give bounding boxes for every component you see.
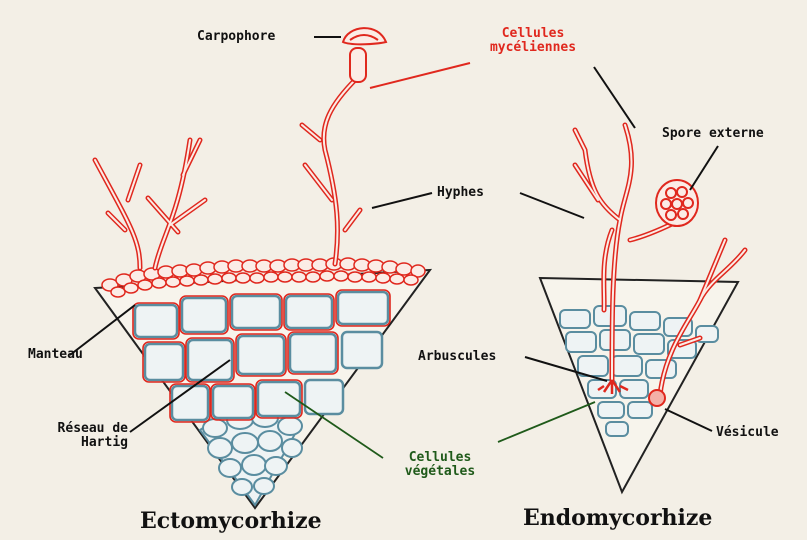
- leader-lines-red: [370, 63, 470, 88]
- label-reseau-line1: Réseau de: [28, 422, 128, 436]
- label-arbuscules: Arbuscules: [418, 350, 496, 364]
- label-cellules-vegetales-line1: Cellules: [385, 451, 495, 465]
- label-reseau-line2: Hartig: [28, 436, 128, 450]
- label-cellules-myceliennes: Cellules mycéliennes: [478, 27, 588, 55]
- label-carpophore: Carpophore: [197, 30, 275, 44]
- title-ectomycorhize: Ectomycorhize: [140, 508, 322, 534]
- label-reseau-de-hartig: Réseau de Hartig: [28, 422, 128, 450]
- vesicle: [649, 390, 665, 406]
- label-vesicule: Vésicule: [716, 426, 779, 440]
- label-cellules-vegetales: Cellules végétales: [385, 451, 495, 479]
- label-spore-externe: Spore externe: [662, 127, 764, 141]
- title-endomycorhize: Endomycorhize: [523, 505, 712, 531]
- label-cellules-vegetales-line2: végétales: [385, 465, 495, 479]
- label-hyphes: Hyphes: [437, 186, 484, 200]
- label-cellules-myceliennes-line2: mycéliennes: [478, 41, 588, 55]
- label-cellules-myceliennes-line1: Cellules: [478, 27, 588, 41]
- carpophore-mushroom: [343, 28, 386, 82]
- label-manteau: Manteau: [28, 348, 83, 362]
